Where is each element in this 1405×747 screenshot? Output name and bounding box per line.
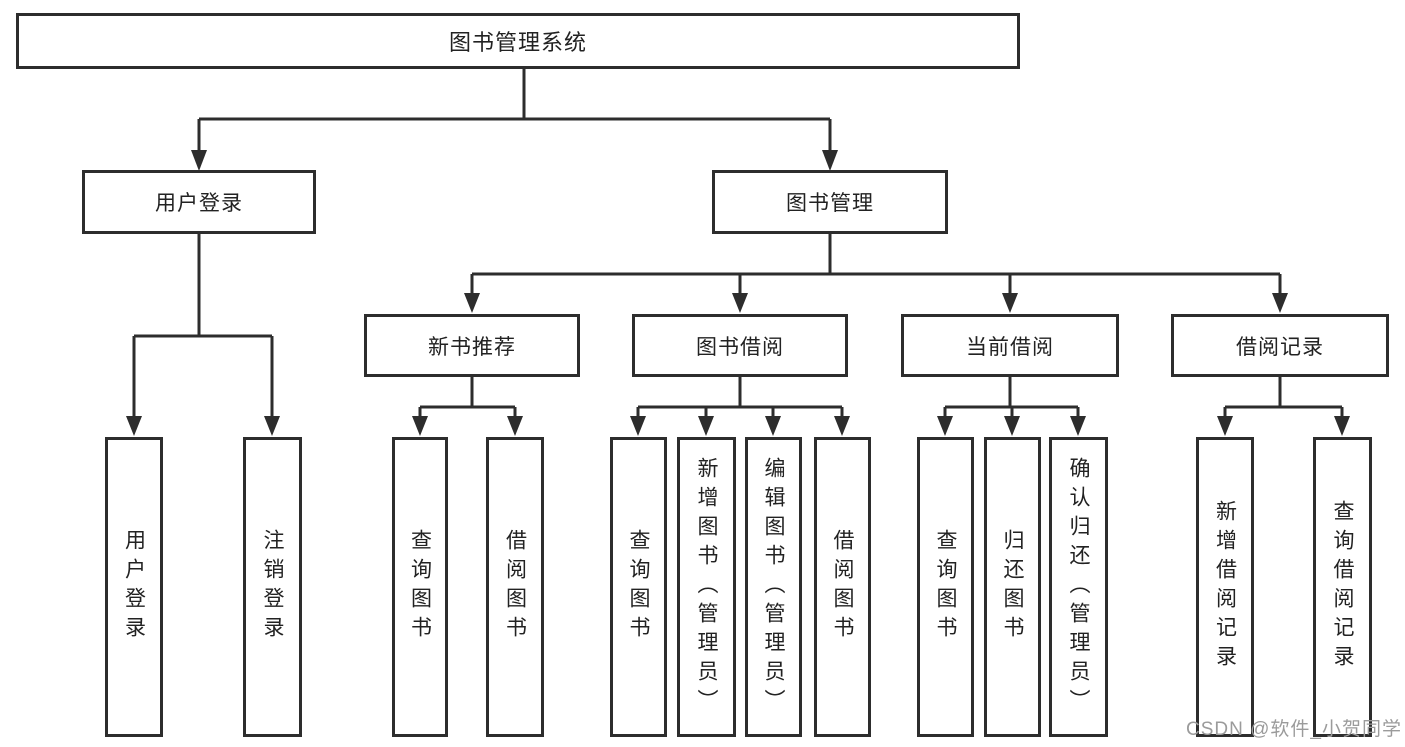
leaf-add-books-admin: 新增图书（管理员） bbox=[677, 437, 736, 737]
leaf-query-books-recommend-label: 查询图书 bbox=[408, 529, 432, 645]
node-new-book-recommendation: 新书推荐 bbox=[364, 314, 580, 377]
csdn-watermark: CSDN @软件_小贺同学 bbox=[1186, 719, 1402, 740]
leaf-borrow-books-recommend: 借阅图书 bbox=[486, 437, 544, 737]
leaf-add-borrow-record: 新增借阅记录 bbox=[1196, 437, 1254, 737]
leaf-query-borrow-record: 查询借阅记录 bbox=[1313, 437, 1372, 737]
leaf-user-login: 用户登录 bbox=[105, 437, 163, 737]
leaf-return-books: 归还图书 bbox=[984, 437, 1041, 737]
leaf-query-books-borrow-label: 查询图书 bbox=[627, 529, 650, 645]
leaf-borrow-books: 借阅图书 bbox=[814, 437, 871, 737]
leaf-confirm-return-admin: 确认归还（管理员） bbox=[1049, 437, 1108, 737]
leaf-edit-books-admin: 编辑图书（管理员） bbox=[745, 437, 802, 737]
leaf-query-books-recommend: 查询图书 bbox=[392, 437, 448, 737]
leaf-return-books-label: 归还图书 bbox=[1001, 529, 1024, 645]
node-book-management: 图书管理 bbox=[712, 170, 948, 234]
node-current-borrowing: 当前借阅 bbox=[901, 314, 1119, 377]
node-book-borrowing: 图书借阅 bbox=[632, 314, 848, 377]
leaf-add-borrow-record-label: 新增借阅记录 bbox=[1213, 500, 1237, 674]
leaf-borrow-books-label: 借阅图书 bbox=[831, 529, 854, 645]
leaf-query-books-borrow: 查询图书 bbox=[610, 437, 667, 737]
leaf-borrow-books-recommend-label: 借阅图书 bbox=[503, 529, 527, 645]
node-user-login: 用户登录 bbox=[82, 170, 316, 234]
leaf-query-borrow-record-label: 查询借阅记录 bbox=[1331, 500, 1354, 674]
leaf-add-books-admin-label: 新增图书（管理员） bbox=[695, 456, 718, 718]
leaf-query-books-current: 查询图书 bbox=[917, 437, 974, 737]
leaf-logout-label: 注销登录 bbox=[261, 529, 284, 645]
node-library-management-system: 图书管理系统 bbox=[16, 13, 1020, 69]
leaf-logout: 注销登录 bbox=[243, 437, 302, 737]
node-borrowing-records: 借阅记录 bbox=[1171, 314, 1389, 377]
leaf-user-login-label: 用户登录 bbox=[122, 529, 146, 645]
leaf-query-books-current-label: 查询图书 bbox=[934, 529, 957, 645]
leaf-edit-books-admin-label: 编辑图书（管理员） bbox=[762, 456, 785, 718]
leaf-confirm-return-admin-label: 确认归还（管理员） bbox=[1067, 456, 1090, 718]
